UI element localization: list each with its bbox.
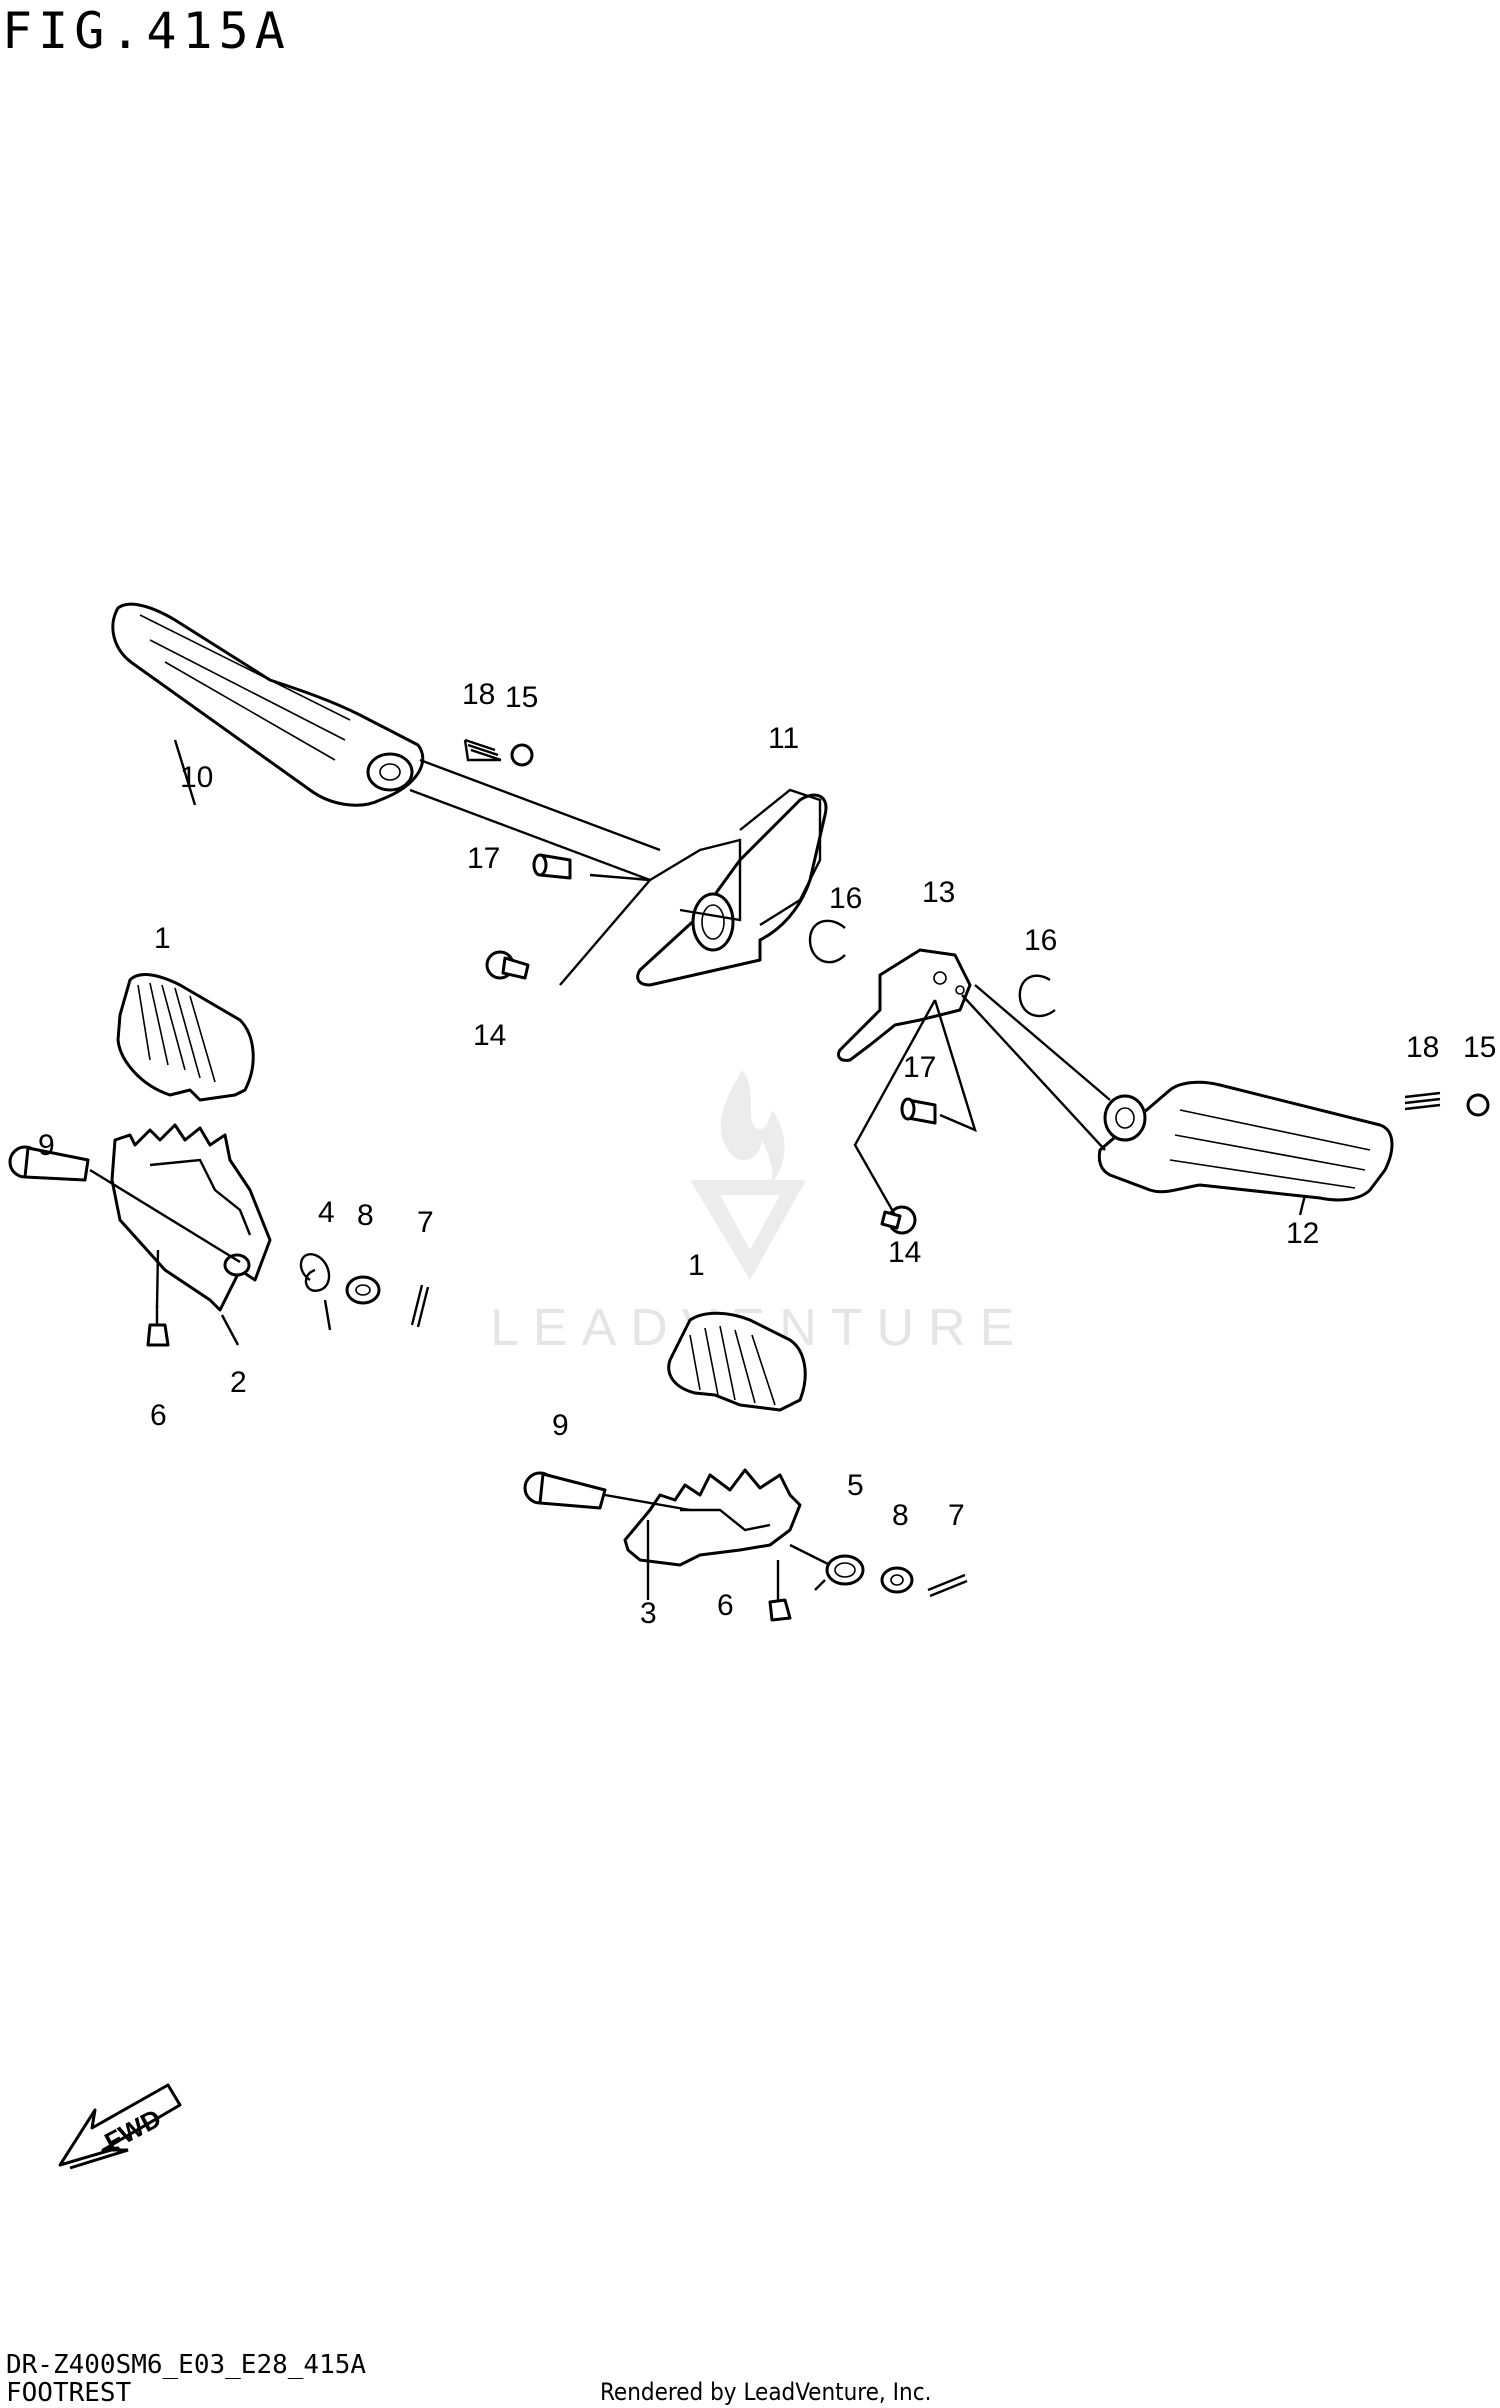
callout-15-right: 15 bbox=[1463, 1031, 1496, 1064]
callout-4: 4 bbox=[318, 1196, 335, 1229]
callout-9-left: 9 bbox=[38, 1129, 55, 1162]
callout-6-left: 6 bbox=[150, 1399, 167, 1432]
fwd-arrow: FWD bbox=[58, 2083, 182, 2170]
split-pin-left bbox=[410, 1284, 430, 1328]
spring-18-left bbox=[463, 738, 502, 762]
callout-6-right: 6 bbox=[717, 1589, 734, 1622]
footrest-left bbox=[111, 602, 425, 807]
screw-right bbox=[880, 1205, 917, 1235]
pin-right bbox=[523, 1471, 607, 1510]
callout-17-left: 17 bbox=[467, 842, 500, 875]
watermark: LEADVENTURE bbox=[490, 1070, 1014, 1357]
render-credit: Rendered by LeadVenture, Inc. bbox=[600, 2378, 932, 2406]
callout-1-lower: 1 bbox=[688, 1249, 705, 1282]
callout-8-right: 8 bbox=[892, 1499, 909, 1532]
spring-left bbox=[299, 1253, 332, 1331]
ball-left bbox=[510, 743, 534, 767]
callout-9-right: 9 bbox=[552, 1409, 569, 1442]
callout-5: 5 bbox=[847, 1469, 864, 1502]
pin-17-left bbox=[532, 853, 572, 880]
watermark-flame-icon bbox=[720, 1070, 785, 1185]
callout-16-right: 16 bbox=[1024, 924, 1057, 957]
model-code: DR-Z400SM6_E03_E28_415A bbox=[6, 2350, 367, 2380]
leader-lines bbox=[89, 739, 1307, 1600]
fwd-arrow-icon bbox=[58, 2083, 182, 2167]
ball-right bbox=[1466, 1093, 1490, 1117]
spring-18-right bbox=[1404, 1091, 1441, 1111]
callout-12: 12 bbox=[1286, 1217, 1319, 1250]
callout-1-upper: 1 bbox=[154, 922, 171, 955]
pin-left bbox=[8, 1145, 90, 1182]
callout-10: 10 bbox=[180, 761, 213, 794]
callout-17-right: 17 bbox=[903, 1051, 936, 1084]
callout-3: 3 bbox=[640, 1597, 657, 1630]
callout-13: 13 bbox=[922, 876, 955, 909]
callout-7-left: 7 bbox=[417, 1206, 434, 1239]
callout-8-left: 8 bbox=[357, 1199, 374, 1232]
callout-16-left: 16 bbox=[829, 882, 862, 915]
screw-left bbox=[485, 950, 530, 980]
callout-18-left: 18 bbox=[462, 678, 495, 711]
footpeg-rubber-lower bbox=[667, 1311, 807, 1412]
footpeg-right bbox=[623, 1468, 802, 1567]
bolt-left bbox=[146, 1305, 170, 1347]
footrest-right bbox=[1097, 1080, 1394, 1202]
callout-14-right: 14 bbox=[888, 1236, 921, 1269]
footpeg-left bbox=[110, 1123, 272, 1312]
pin-17-right bbox=[900, 1097, 937, 1125]
callout-11: 11 bbox=[768, 722, 799, 755]
callout-7-right: 7 bbox=[948, 1499, 965, 1532]
spring-right bbox=[814, 1554, 865, 1591]
washer-right bbox=[880, 1566, 914, 1594]
footpeg-rubber-upper bbox=[116, 973, 255, 1102]
callout-15-left: 15 bbox=[505, 681, 538, 714]
circlip-right bbox=[1018, 974, 1056, 1018]
bolt-right bbox=[768, 1582, 792, 1622]
figure-title: FIG.415A bbox=[2, 2, 291, 60]
bracket-right bbox=[836, 948, 972, 1062]
callout-18-right: 18 bbox=[1406, 1031, 1439, 1064]
washer-left bbox=[345, 1275, 381, 1305]
bracket-left bbox=[636, 788, 828, 987]
callout-labels: 1 1 2 3 4 5 6 6 7 7 8 8 9 9 10 11 12 13 … bbox=[38, 678, 1496, 1630]
split-pin-right bbox=[927, 1573, 968, 1598]
circlip-left bbox=[808, 919, 846, 964]
callout-14-left: 14 bbox=[473, 1019, 506, 1052]
watermark-v-icon bbox=[690, 1180, 806, 1280]
callout-2: 2 bbox=[230, 1366, 247, 1399]
section-name: FOOTREST bbox=[6, 2378, 132, 2408]
